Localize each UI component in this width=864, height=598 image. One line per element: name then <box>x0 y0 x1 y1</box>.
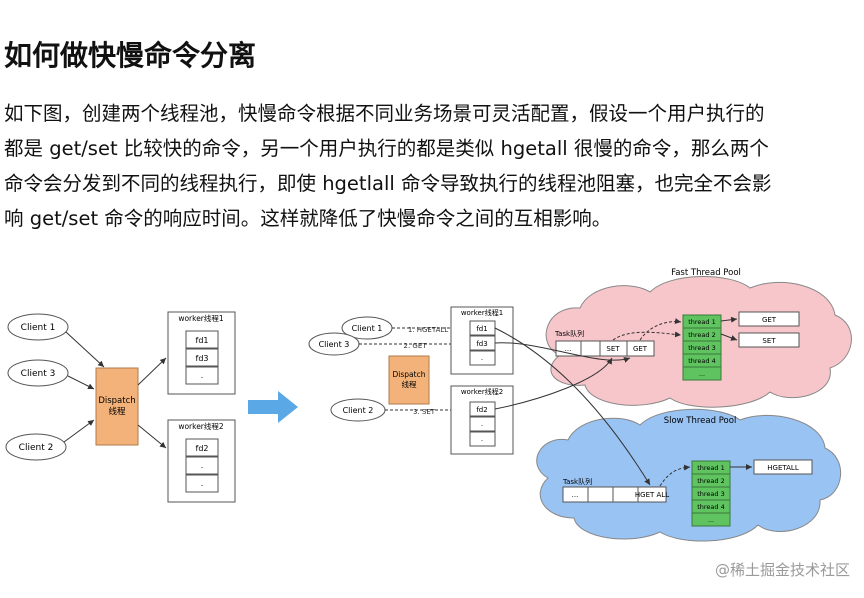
fast-result-get-label: GET <box>762 316 777 324</box>
right-client-1-label: Client 1 <box>352 324 383 333</box>
left-dispatch-label-1: Dispatch <box>98 396 135 406</box>
fast-queue-cell <box>580 340 601 357</box>
left-dispatch-label-2: 线程 <box>108 406 126 417</box>
transition-arrow-icon <box>248 391 298 423</box>
left-worker-1-cell-label: . <box>201 371 204 380</box>
right-worker-2-cell <box>469 416 496 432</box>
left-edge-client2-dispatch <box>63 419 95 443</box>
right-worker-2-cell <box>469 431 496 447</box>
fast-thread-label: thread 4 <box>688 357 716 365</box>
right-worker-1-cell-label: fd3 <box>476 340 487 348</box>
left-worker-2-title: worker线程2 <box>178 421 224 431</box>
right-worker-2-cell-label: fd2 <box>476 406 487 414</box>
fast-result-get <box>738 311 800 327</box>
left-client-3-node <box>7 359 69 387</box>
slow-pool-title: Slow Thread Pool <box>664 416 737 426</box>
fast-edge-thread1-get <box>720 316 738 323</box>
left-worker-2-cell-label: . <box>201 479 204 488</box>
right-edge-fd1-slow-queue <box>494 327 651 486</box>
left-worker-1-cell-label: fd1 <box>196 336 209 345</box>
left-worker-2-cell <box>185 474 219 493</box>
right-dispatch-box <box>388 355 430 405</box>
slow-result-hgetall-label: HGETALL <box>767 464 799 472</box>
fast-thread-label: ... <box>699 370 705 378</box>
paragraph-line-3: 命令会分发到不同的线程执行，即使 hgetlall 命令导致执行的线程池阻塞，也… <box>4 172 772 195</box>
left-worker-1-cell <box>185 366 219 385</box>
article-paragraph: 如下图，创建两个线程池，快慢命令根据不同业务场景可灵活配置，假设一个用户执行的 … <box>4 96 860 236</box>
left-client-2-label: Client 2 <box>19 443 54 453</box>
left-worker-2-cell <box>185 456 219 475</box>
paragraph-line-4: 响 get/set 命令的响应时间。这样就降低了快慢命令之间的互相影响。 <box>4 207 612 230</box>
right-worker-1-title: worker线程1 <box>461 308 503 317</box>
left-worker-1-cell <box>185 348 219 367</box>
left-client-1-label: Client 1 <box>21 323 56 333</box>
right-edge-fd3-fast-queue <box>494 342 631 363</box>
fast-thread-label: thread 1 <box>688 318 716 326</box>
fast-edge-set-thread <box>612 331 682 341</box>
right-edge-label-set: 3. SET <box>413 408 436 416</box>
left-worker-2-cell-label: fd2 <box>196 444 209 453</box>
right-worker-2-title: worker线程2 <box>461 387 503 396</box>
article-title: 如何做快慢命令分离 <box>4 39 257 72</box>
fast-queue-cell-label: SET <box>606 345 620 353</box>
slow-thread-label: thread 4 <box>697 503 725 511</box>
right-dispatch-label-2: 线程 <box>402 379 417 389</box>
right-worker-2-cell-label: . <box>481 420 483 428</box>
fast-thread-label: thread 2 <box>688 331 716 339</box>
left-diagram: Client 1 Client 3 Client 2 Dispatch 线程 w… <box>5 311 236 503</box>
left-dispatch-box <box>95 367 139 446</box>
left-client-3-label: Client 3 <box>21 369 56 379</box>
slow-thread-label: thread 1 <box>697 464 725 472</box>
slow-queue-cell <box>637 486 667 503</box>
fast-queue-cell <box>626 340 655 357</box>
fast-queue-cell-label: GET <box>633 345 648 353</box>
slow-thread-pool-cloud <box>536 408 841 542</box>
slow-thread-cell <box>691 512 731 527</box>
right-worker-1-cell-label: fd1 <box>476 325 487 333</box>
right-edge-label-hgetall: 1. HGETALL <box>408 326 448 334</box>
right-edge-fd2-fast-queue <box>494 357 613 410</box>
slow-queue-cell-label: ... <box>572 491 579 499</box>
fast-queue-cell-label: ... <box>565 345 572 353</box>
fast-pool-title: Fast Thread Pool <box>671 268 741 278</box>
fast-result-set <box>738 332 800 348</box>
slow-thread-label: thread 2 <box>697 477 725 485</box>
left-worker-1-cell-label: fd3 <box>196 354 209 363</box>
right-worker-1-cell-label: . <box>481 354 483 362</box>
left-client-2-node <box>5 433 67 461</box>
right-client-3-label: Client 3 <box>319 340 350 349</box>
left-worker-2-cell <box>185 438 219 457</box>
slow-result-hgetall <box>753 459 813 475</box>
slow-queue-cell-label: HGET ALL <box>635 491 669 499</box>
slow-thread-label: ... <box>708 516 714 524</box>
fast-task-queue-label: Task队列 <box>554 329 584 338</box>
left-edge-client3-dispatch <box>67 375 95 390</box>
right-dispatch-label-1: Dispatch <box>393 370 426 379</box>
right-worker-2-cell-label: . <box>481 435 483 443</box>
fast-result-set-label: SET <box>762 337 776 345</box>
fast-edge-thread2-set <box>720 333 738 341</box>
left-edge-client1-dispatch <box>65 331 105 368</box>
fast-thread-label: thread 3 <box>688 344 716 352</box>
left-client-1-node <box>7 313 69 341</box>
slow-edge-hget-thread <box>659 464 691 487</box>
slow-queue-cell <box>587 486 614 503</box>
watermark: @稀土掘金技术社区 <box>714 561 850 579</box>
paragraph-line-1: 如下图，创建两个线程池，快慢命令根据不同业务场景可灵活配置，假设一个用户执行的 <box>4 102 765 125</box>
left-worker-1-cell <box>185 330 219 349</box>
paragraph-line-2: 都是 get/set 比较快的命令，另一个用户执行的都是类似 hgetall 很… <box>4 137 769 160</box>
left-worker-1-title: worker线程1 <box>178 313 224 323</box>
fast-edge-get-thread <box>639 318 682 341</box>
fast-thread-cell <box>682 366 722 381</box>
right-worker-1-cell <box>469 350 496 366</box>
slow-task-queue-label: Task队列 <box>562 477 592 486</box>
left-edge-dispatch-worker2 <box>137 424 167 449</box>
right-client-2-label: Client 2 <box>343 406 374 415</box>
right-diagram: Fast Thread Pool Slow Thread Pool Client… <box>308 268 852 542</box>
slow-thread-label: thread 3 <box>697 490 725 498</box>
left-edge-dispatch-worker1 <box>137 357 167 386</box>
left-worker-2-cell-label: . <box>201 461 204 470</box>
right-edge-label-get: 2. GET <box>403 342 427 350</box>
